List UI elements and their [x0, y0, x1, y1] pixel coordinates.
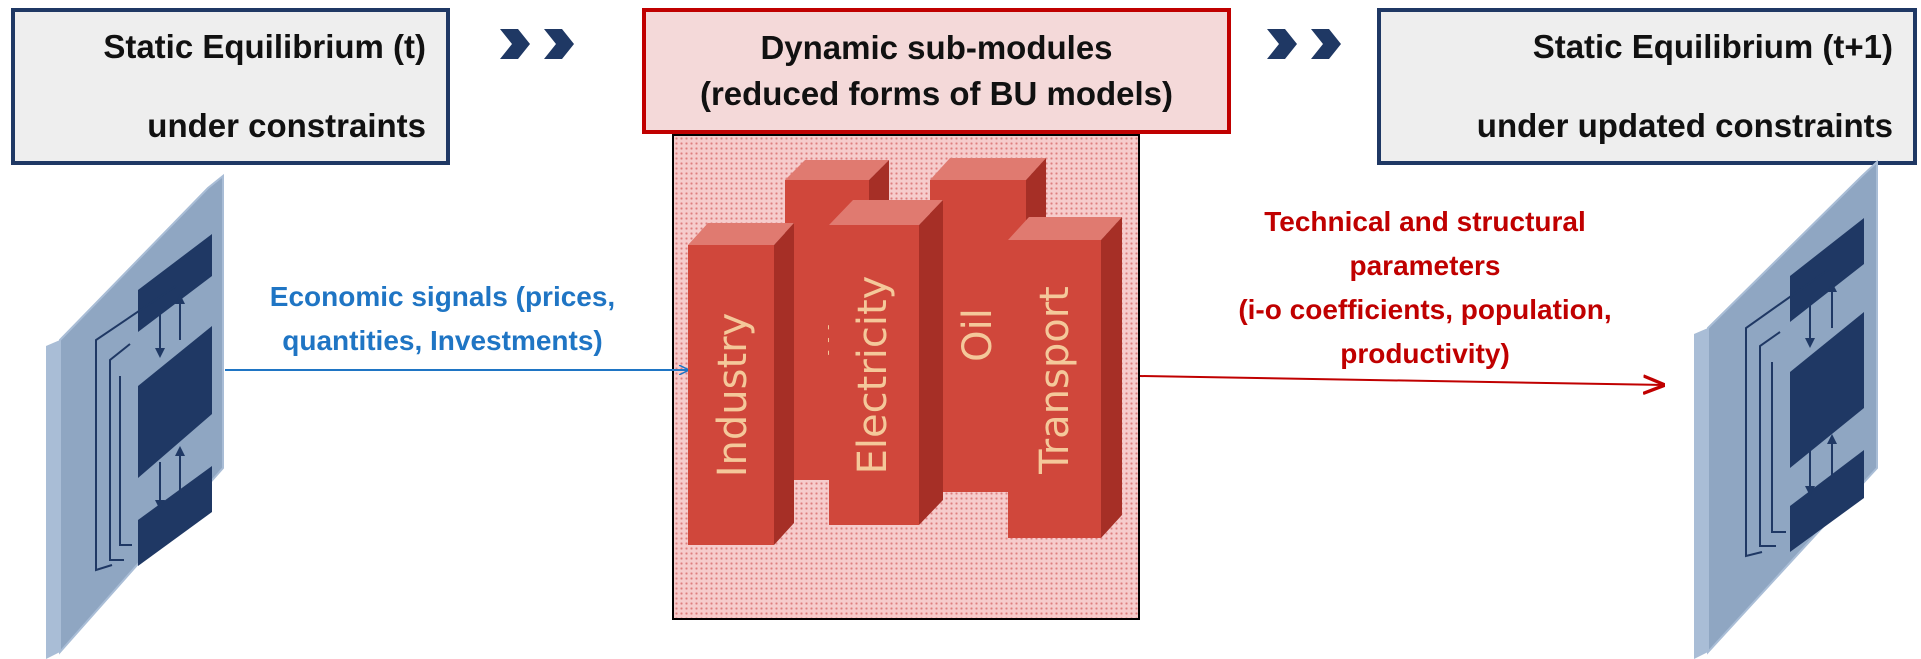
- technical-params-line2: parameters: [1349, 250, 1501, 281]
- bar-industry: Industry: [688, 223, 794, 545]
- chevron-right-icon: [1267, 29, 1297, 59]
- box-left-line2: under constraints: [147, 107, 426, 144]
- bar-transport: Transport: [1008, 217, 1122, 538]
- economic-signals-line1: Economic signals (prices,: [269, 281, 616, 312]
- economic-signals-line2: quantities, Investments): [282, 325, 603, 356]
- box-mid-line2: (reduced forms of BU models): [699, 75, 1174, 112]
- box-mid-line1: Dynamic sub-modules: [760, 29, 1113, 66]
- chevron-right-icon: [544, 29, 574, 59]
- economic-signals-label: Economic signals (prices, quantities, In…: [220, 275, 665, 363]
- static-equilibrium-t-box: Static Equilibrium (t) under constraints: [11, 8, 450, 165]
- box-left-line1: Static Equilibrium (t): [103, 28, 426, 65]
- box-right-line1: Static Equilibrium (t+1): [1532, 28, 1893, 65]
- static-equilibrium-t1-box: Static Equilibrium (t+1) under updated c…: [1377, 8, 1917, 165]
- bar-label-transport: Transport: [1032, 286, 1078, 475]
- chevron-right-icon: [1311, 29, 1341, 59]
- chevron-right-icon: [500, 29, 530, 59]
- bar-label-industry: Industry: [710, 313, 756, 478]
- bar-label-oil: Oil: [955, 308, 1001, 362]
- bar-electricity: Electricity: [829, 200, 943, 525]
- technical-params-line4: productivity): [1340, 338, 1510, 369]
- left-equilibrium-module-icon: [46, 173, 224, 659]
- dynamic-submodules-box: Dynamic sub-modules (reduced forms of BU…: [642, 8, 1231, 134]
- technical-params-line3: (i-o coefficients, population,: [1238, 294, 1612, 325]
- box-right-line2: under updated constraints: [1476, 107, 1893, 144]
- bar-label-electricity: Electricity: [850, 276, 896, 475]
- technical-params-line1: Technical and structural: [1264, 206, 1586, 237]
- technical-parameters-arrow: [1139, 376, 1663, 385]
- right-equilibrium-module-icon: [1694, 159, 1878, 659]
- technical-parameters-label: Technical and structural parameters (i-o…: [1165, 200, 1685, 376]
